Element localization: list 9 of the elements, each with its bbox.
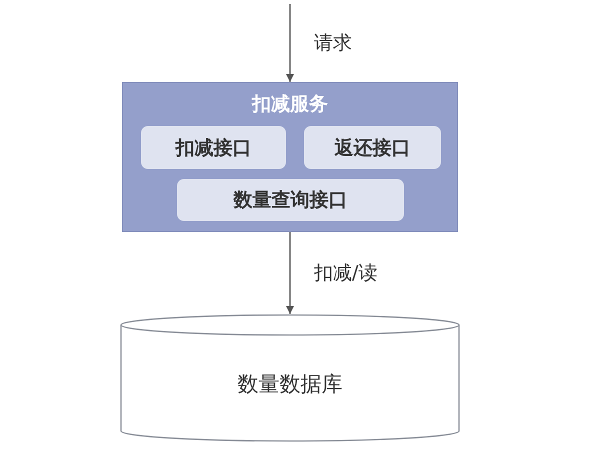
node-label: 数量数据库 (236, 371, 344, 398)
interface-box: 返还接口 (304, 126, 441, 169)
arrow (286, 4, 294, 82)
interface-box: 扣减接口 (141, 126, 286, 169)
interface-box: 数量查询接口 (177, 179, 404, 221)
service-panel (122, 82, 458, 232)
edge-label: 扣减/读 (312, 261, 380, 285)
arrow (286, 232, 294, 314)
panel-title: 扣减服务 (250, 92, 329, 116)
